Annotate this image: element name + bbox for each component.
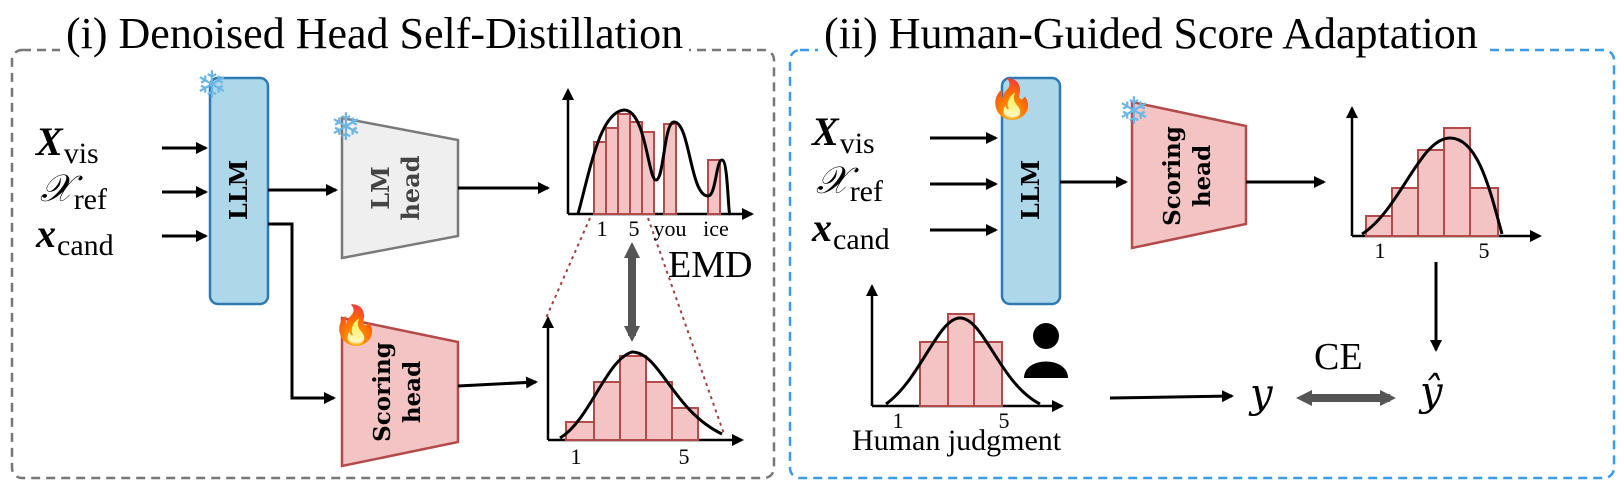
fire-icon: 🔥 xyxy=(988,77,1036,121)
llm-to-scoring-arrow xyxy=(268,222,336,404)
human-to-y-arrow xyxy=(1109,390,1234,403)
pred-bar xyxy=(1443,127,1471,237)
sc-density-curve xyxy=(559,350,723,440)
sc-bar xyxy=(645,381,673,441)
hj-tick-5: 5 xyxy=(998,408,1010,433)
lm-head-chart xyxy=(562,88,754,220)
lm-tick-you: you xyxy=(653,216,687,241)
lm-bar xyxy=(617,113,631,215)
r-ref-input-label: 𝒳ref xyxy=(816,158,883,208)
r-cand-input-label: xcand xyxy=(812,205,890,257)
right-panel-border xyxy=(788,48,1616,480)
right-panel-title: (ii) Human-Guided Score Adaptation xyxy=(818,12,1484,56)
lm-density-curve xyxy=(576,108,732,216)
pred-bar xyxy=(1469,187,1499,237)
hj-bar xyxy=(973,341,1003,407)
left-panel-border xyxy=(10,48,776,480)
human-judgment-caption: Human judgment xyxy=(852,424,1062,457)
emd-label: EMD xyxy=(668,244,753,286)
human-judgment-chart xyxy=(866,284,1064,412)
scoring-to-chart-arrow xyxy=(457,376,538,389)
lm-tick-5: 5 xyxy=(628,216,640,241)
r-vis-input-label: Xvis xyxy=(812,109,875,161)
zoom-line-right xyxy=(647,217,725,435)
fire-icon: 🔥 xyxy=(332,303,380,347)
pred-tick-5: 5 xyxy=(1478,238,1490,263)
y-label: y xyxy=(1250,371,1273,417)
lm-tick-1: 1 xyxy=(596,216,608,241)
hj-tick-1: 1 xyxy=(892,408,904,433)
person-icon xyxy=(1024,323,1068,378)
snowflake-icon: ❄ xyxy=(196,63,228,107)
snowflake-icon: ❄ xyxy=(330,105,362,149)
lm-bar xyxy=(641,131,655,215)
lm-tick-ice: ice xyxy=(703,216,729,241)
scoring-head-block-right xyxy=(1130,100,1248,250)
zoom-line-left xyxy=(545,217,591,319)
predicted-chart xyxy=(1346,106,1542,242)
scoring-head-block-left xyxy=(340,316,460,468)
hj-bar xyxy=(947,313,975,407)
sc-bar xyxy=(619,355,647,441)
pred-density-curve xyxy=(1361,136,1504,236)
hj-density-curve xyxy=(885,316,1041,406)
yhat-label: ŷ xyxy=(1420,369,1443,415)
lm-bar xyxy=(605,127,619,215)
snowflake-icon: ❄ xyxy=(1118,89,1150,133)
cand-input-label: xcand xyxy=(36,211,114,263)
lm-bar xyxy=(629,121,643,215)
r-llm-label: LLM xyxy=(1016,159,1045,221)
ce-label: CE xyxy=(1314,336,1363,378)
hj-bar xyxy=(919,341,949,407)
scoring-head-chart xyxy=(542,316,744,446)
left-panel-title: (i) Denoised Head Self-Distillation xyxy=(60,12,690,56)
pred-tick-1: 1 xyxy=(1374,238,1386,263)
sc-tick-1: 1 xyxy=(570,444,582,469)
lm-head-block xyxy=(340,116,460,260)
sc-tick-5: 5 xyxy=(678,444,690,469)
llm-label: LLM xyxy=(224,159,253,221)
pred-bar xyxy=(1417,149,1445,237)
ref-input-label: 𝒳ref xyxy=(40,166,107,216)
r-llm-block xyxy=(1000,76,1062,306)
vis-input-label: Xvis xyxy=(36,119,99,171)
